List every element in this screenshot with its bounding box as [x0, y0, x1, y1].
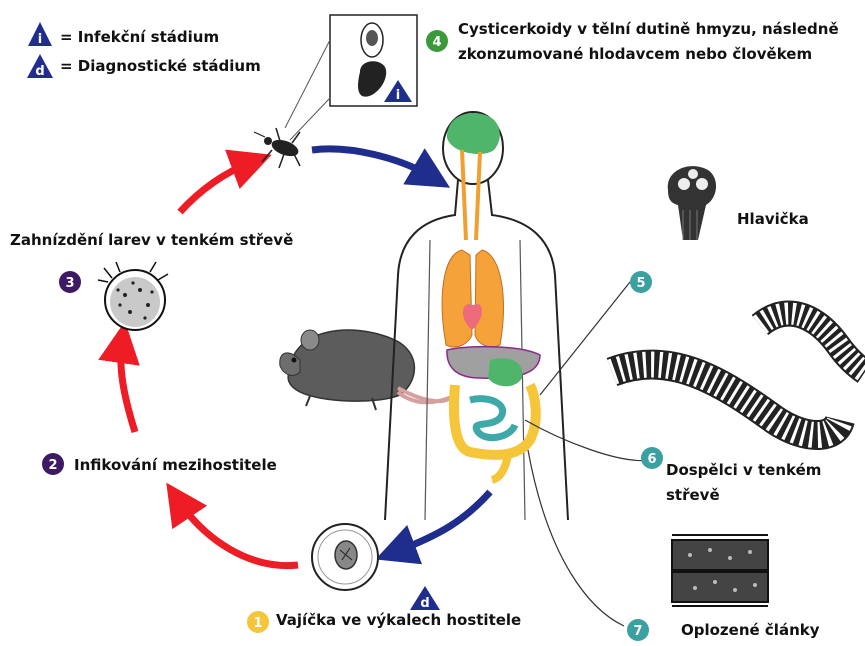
stage7-label: Oplozené články	[681, 621, 820, 640]
diagnostic-stage-marker: d	[410, 586, 440, 611]
stage-badge-2: 2	[42, 453, 64, 475]
beetle-icon	[254, 128, 301, 168]
gravid-proglottids-icon	[672, 535, 768, 606]
legend-infective-label: = Infekční stádium	[60, 28, 219, 47]
arrow-human-to-eggs	[395, 492, 490, 552]
stage-badge-1: 1	[247, 611, 269, 633]
cysticercoid-inset: i	[285, 15, 417, 140]
stage4-label-line1: Cysticerkoidy v tělní dutině hmyzu, násl…	[458, 20, 839, 39]
svg-text:1: 1	[253, 616, 262, 631]
svg-text:4: 4	[432, 35, 441, 50]
scolex-icon	[668, 166, 716, 240]
svg-text:d: d	[420, 596, 429, 611]
arrow-stage2-to-stage3	[121, 342, 135, 432]
legend-diagnostic-label: = Diagnostické stádium	[60, 57, 261, 76]
svg-text:d: d	[35, 64, 44, 79]
svg-text:6: 6	[647, 452, 656, 467]
egg-icon	[312, 524, 378, 590]
arrow-stage1-to-stage2	[178, 500, 298, 566]
stage4-label-line2: zkonzumované hlodavcem nebo člověkem	[458, 45, 812, 64]
stage5-label: Hlavička	[737, 210, 809, 229]
svg-text:2: 2	[48, 458, 57, 473]
larva-cyst-icon	[98, 262, 168, 330]
svg-text:i: i	[396, 88, 400, 103]
svg-text:3: 3	[65, 276, 74, 291]
stage-badge-3: 3	[59, 271, 81, 293]
stage2-label: Infikování mezihostitele	[74, 456, 277, 475]
stage-badge-4: 4	[426, 30, 448, 52]
stage-badge-6: 6	[641, 447, 663, 469]
stage-badge-7: 7	[627, 619, 649, 641]
stage6-label-line2: střevě	[666, 486, 720, 505]
callout-lines	[525, 282, 652, 626]
arrow-insect-to-human	[312, 149, 432, 177]
arrow-stage3-to-insect	[180, 162, 252, 212]
stage-badge-5: 5	[630, 271, 652, 293]
stage3-label: Zahnízdění larev v tenkém střevě	[10, 231, 293, 250]
diagnostic-stage-icon: d	[27, 54, 53, 79]
svg-text:5: 5	[636, 276, 645, 291]
stage6-label-line1: Dospělci v tenkém	[666, 461, 821, 480]
stage1-label: Vajíčka ve výkalech hostitele	[276, 611, 521, 630]
rat-icon	[280, 330, 451, 410]
svg-text:7: 7	[633, 624, 642, 639]
svg-text:i: i	[38, 32, 42, 47]
adult-tapeworm-icon	[612, 314, 865, 435]
infective-stage-icon: i	[28, 22, 52, 47]
